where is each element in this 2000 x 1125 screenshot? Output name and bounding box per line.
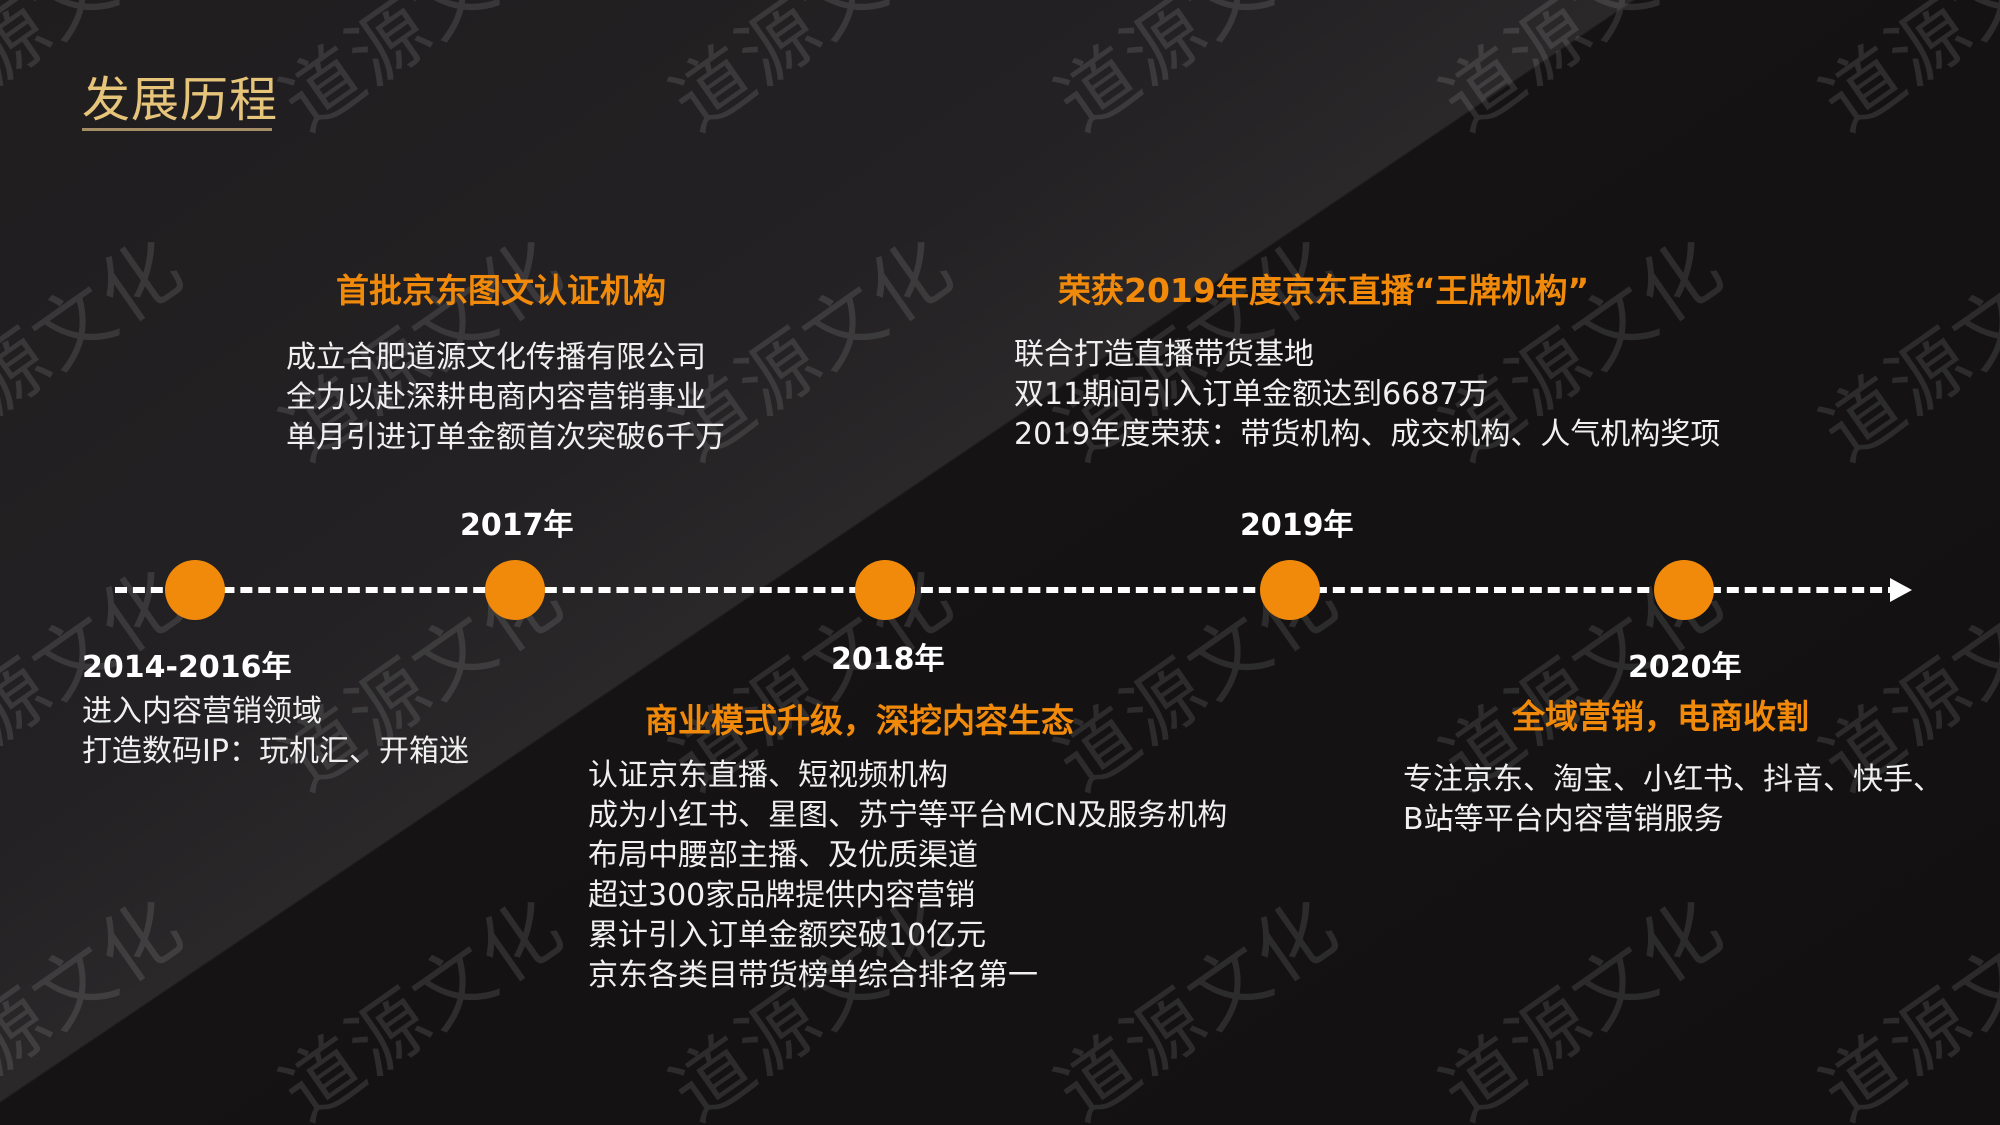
watermark: 道源文化 — [1041, 0, 1355, 149]
description-line: 打造数码IP：玩机汇、开箱迷 — [82, 734, 469, 769]
description-line: 京东各类目带货榜单综合排名第一 — [588, 958, 1038, 993]
description-line: 专注京东、淘宝、小红书、抖音、快手、 — [1403, 762, 1943, 797]
watermark: 道源文化 — [0, 221, 200, 479]
description-line: 超过300家品牌提供内容营销 — [588, 878, 976, 913]
milestone-dot-2018 — [855, 560, 915, 620]
description-line: 双11期间引入订单金额达到6687万 — [1014, 377, 1489, 412]
milestone-heading: 荣获2019年度京东直播“王牌机构” — [1058, 271, 1590, 310]
milestone-year: 2019年 — [1240, 508, 1354, 543]
milestone-description: 联合打造直播带货基地 双11期间引入订单金额达到6687万 2019年度荣获：带… — [1014, 335, 1720, 455]
description-line: 2019年度荣获：带货机构、成交机构、人气机构奖项 — [1014, 417, 1721, 452]
description-line: 成立合肥道源文化传播有限公司 — [286, 340, 706, 375]
milestone-dot-2020 — [1654, 560, 1714, 620]
timeline-arrow-icon — [1890, 578, 1912, 602]
watermark: 道源文化 — [266, 0, 580, 149]
title-underline — [82, 128, 272, 131]
description-line: 累计引入订单金额突破10亿元 — [588, 918, 987, 953]
page-title: 发展历程 — [82, 72, 279, 128]
watermark: 道源文化 — [1806, 881, 2000, 1125]
milestone-dot-2017 — [485, 560, 545, 620]
description-line: B站等平台内容营销服务 — [1403, 802, 1724, 837]
description-line: 全力以赴深耕电商内容营销事业 — [286, 380, 706, 415]
milestone-dot-2014 — [165, 560, 225, 620]
milestone-heading: 首批京东图文认证机构 — [336, 271, 666, 310]
watermark: 道源文化 — [1426, 881, 1740, 1125]
watermark: 道源文化 — [656, 0, 970, 149]
milestone-year: 2018年 — [831, 642, 945, 677]
milestone-description: 成立合肥道源文化传播有限公司 全力以赴深耕电商内容营销事业 单月引进订单金额首次… — [286, 338, 725, 458]
milestone-description: 进入内容营销领域 打造数码IP：玩机汇、开箱迷 — [82, 692, 469, 772]
description-line: 进入内容营销领域 — [82, 694, 322, 729]
watermark: 道源文化 — [1806, 0, 2000, 149]
milestone-dot-2019 — [1260, 560, 1320, 620]
description-line: 认证京东直播、短视频机构 — [588, 758, 948, 793]
milestone-description: 专注京东、淘宝、小红书、抖音、快手、 B站等平台内容营销服务 — [1403, 760, 1943, 840]
milestone-heading: 商业模式升级，深挖内容生态 — [645, 701, 1074, 740]
watermark: 道源文化 — [1806, 221, 2000, 479]
description-line: 单月引进订单金额首次突破6千万 — [286, 420, 726, 455]
milestone-year: 2014-2016年 — [82, 650, 292, 685]
milestone-year: 2017年 — [460, 508, 574, 543]
description-line: 联合打造直播带货基地 — [1014, 337, 1314, 372]
timeline-dashed-line — [115, 587, 1900, 593]
watermark: 道源文化 — [266, 881, 580, 1125]
milestone-description: 认证京东直播、短视频机构 成为小红书、星图、苏宁等平台MCN及服务机构 布局中腰… — [588, 756, 1227, 996]
description-line: 成为小红书、星图、苏宁等平台MCN及服务机构 — [588, 798, 1228, 833]
watermark: 道源文化 — [1426, 0, 1740, 149]
watermark: 道源文化 — [0, 881, 200, 1125]
milestone-year: 2020年 — [1628, 650, 1742, 685]
description-line: 布局中腰部主播、及优质渠道 — [588, 838, 978, 873]
milestone-heading: 全域营销，电商收割 — [1512, 697, 1809, 736]
